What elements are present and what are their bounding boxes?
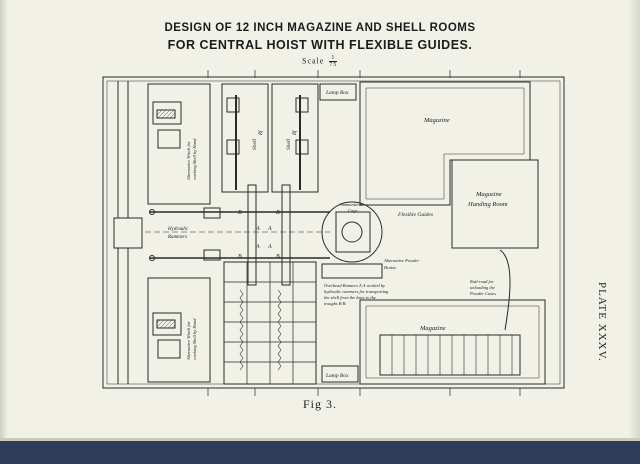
- magazine-top-label: Magazine: [423, 117, 450, 124]
- page-gutter-shadow: [0, 0, 8, 441]
- handing-room-label-1: Magazine: [475, 191, 502, 198]
- winch-bottom-frame: [152, 312, 182, 336]
- shell-chain-2: [277, 289, 282, 371]
- scale-fraction: 1 75: [329, 55, 338, 68]
- powder-hoist-base: [321, 263, 383, 279]
- letter-a-2: A: [267, 226, 272, 232]
- shell-room-1: [221, 83, 269, 193]
- flexible-guides-label: Flexible Guides: [397, 212, 433, 218]
- alt-winch-bottom-label-2: working Shell by Hand: [192, 318, 197, 360]
- figure-caption: Fig 3.: [302, 397, 337, 411]
- shell-chain-1: [239, 289, 244, 371]
- magazine-room-top: [359, 81, 531, 206]
- letter-b-3: B: [276, 210, 280, 216]
- shell-block-1b: [226, 139, 240, 155]
- letter-a-3: A: [255, 244, 260, 250]
- scale-word: Scale: [302, 56, 325, 66]
- overhead-runners-label-3: the shell from the bays to the: [324, 295, 376, 300]
- overhead-runners-label-1: Overhead Runners A A worked by: [324, 283, 385, 288]
- hydraulic-rammers-label-2: Rammers: [167, 235, 187, 240]
- winch-room-bottom: [147, 277, 211, 383]
- shell-block-2a: [295, 97, 309, 113]
- runner-track-1: [247, 184, 257, 286]
- top-dimension-ticks: [207, 70, 521, 78]
- rail-road-label-1: Rail-road for: [469, 279, 494, 284]
- book-binding: [0, 441, 640, 464]
- scale-label: Scale 1 75: [302, 55, 338, 68]
- winch-bottom-base: [157, 339, 181, 359]
- shell-room-1-label: Shell: [252, 139, 258, 150]
- overhead-runners-label-2: hydraulic rammers for transporting: [324, 289, 389, 294]
- shell-grid-lines: [224, 262, 316, 384]
- shell-room-2: [271, 83, 319, 193]
- magazine-bottom-label: Magazine: [419, 325, 446, 332]
- ammunition-cage-label-2: Cage: [348, 208, 358, 213]
- shell-room-2-label: Shell: [286, 139, 292, 150]
- plate-number: PLATE XXXV.: [596, 282, 608, 362]
- lamp-box-top-label: Lamp Box: [325, 90, 349, 96]
- central-hoist-box: [113, 217, 143, 249]
- winch-bottom-drum: [156, 319, 176, 329]
- hoist-drum: [341, 221, 363, 243]
- rammer-head-bottom: [203, 249, 221, 261]
- handing-room-label-2: Handing Room: [467, 201, 508, 208]
- plate-title-line-1: DESIGN OF 12 INCH MAGAZINE AND SHELL ROO…: [164, 22, 476, 34]
- alt-winch-top-label-2: working Shell by Hand: [192, 138, 197, 180]
- rammer-end-bottom: [149, 255, 155, 261]
- alt-powder-hoists-label-1: Alternative Powder: [383, 258, 419, 263]
- lamp-box-top: [319, 83, 357, 101]
- letter-b-1: B: [238, 210, 242, 216]
- winch-top-drum: [156, 109, 176, 119]
- rammer-end-top: [149, 209, 155, 215]
- alt-winch-top-label-1: Alternative Winch for: [186, 141, 191, 181]
- shell-block-1a: [226, 97, 240, 113]
- lamp-box-bottom-label: Lamp Box: [325, 373, 349, 379]
- magazine-bottom-inner: [365, 305, 540, 379]
- scale-numerator: 1: [329, 55, 338, 62]
- magazine-top-inner: [365, 87, 525, 200]
- runner-track-2: [281, 184, 291, 286]
- rail-road-label-3: Powder Cases: [469, 291, 496, 296]
- plate-title-line-2: FOR CENTRAL HOIST WITH FLEXIBLE GUIDES.: [167, 38, 473, 52]
- letter-a-1: A: [255, 226, 260, 232]
- alt-powder-hoists-label-2: Hoists.: [383, 265, 397, 270]
- magazine-room-bottom: [359, 299, 546, 385]
- hydraulic-rammers-label-1: Hydraulic: [167, 227, 189, 232]
- page-edge-shadow: [628, 0, 640, 441]
- winch-top-base: [157, 129, 181, 149]
- letter-b-2: B: [238, 254, 242, 260]
- alt-winch-bottom-label-1: Alternative Winch for: [186, 321, 191, 361]
- rail-road-track: [379, 334, 521, 376]
- handing-room: [451, 159, 539, 249]
- letter-b-4: B: [276, 254, 280, 260]
- page-edge-strip: [0, 438, 640, 442]
- scale-denominator: 75: [329, 62, 338, 68]
- rail-curve: [499, 249, 511, 331]
- shell-block-2b: [295, 139, 309, 155]
- winch-top-frame: [152, 101, 182, 125]
- lamp-box-bottom: [321, 365, 359, 383]
- rail-road-label-2: unloading the: [470, 285, 495, 290]
- shell-room-1-abbr: Rf: [259, 130, 264, 136]
- plan-outer-wall: [102, 76, 565, 389]
- ammunition-cage: [335, 211, 371, 253]
- plan-inner-wall: [106, 80, 561, 385]
- rail-road-sleepers: [391, 335, 513, 375]
- overhead-runners-label-4: troughs B B.: [324, 301, 346, 306]
- ammunition-cage-label-1: Ammunition: [339, 202, 363, 207]
- rammer-head-top: [203, 207, 221, 219]
- hoist-trunk-circle: [321, 201, 383, 263]
- winch-room-top: [147, 83, 211, 205]
- bottom-dimension-ticks: [207, 388, 521, 396]
- shell-room-2-abbr: Rf: [293, 130, 298, 136]
- letter-a-4: A: [267, 244, 272, 250]
